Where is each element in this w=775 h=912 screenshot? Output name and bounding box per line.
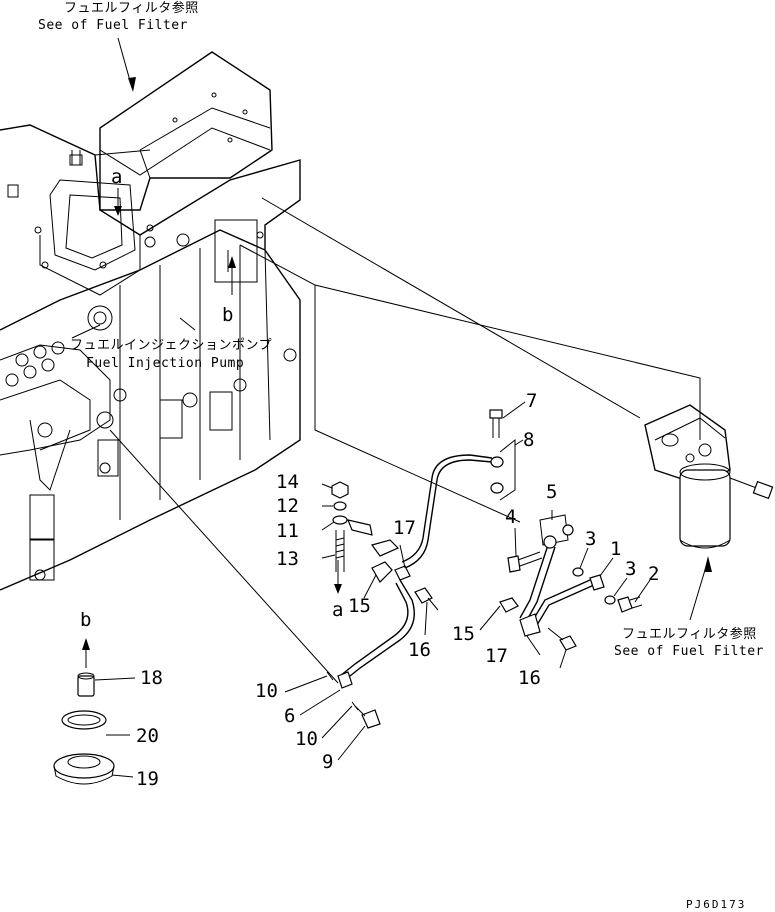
part-number-4: 4 xyxy=(505,506,516,528)
part-number-17-right: 17 xyxy=(485,645,508,667)
part-number-labels: 7 8 14 12 11 13 15 17 16 4 5 3 1 3 2 15 … xyxy=(136,390,659,790)
part-number-6: 6 xyxy=(284,705,295,727)
part-number-15-left: 15 xyxy=(348,595,371,617)
part-number-2: 2 xyxy=(648,563,659,585)
part-number-1: 1 xyxy=(610,538,621,560)
engine-block xyxy=(0,51,301,591)
view-marker-a-top: a xyxy=(111,166,122,188)
part-number-8: 8 xyxy=(523,429,534,451)
part-leaders xyxy=(94,401,651,778)
part-number-10-upper: 10 xyxy=(255,680,278,702)
fuel-filter xyxy=(644,404,774,549)
part-number-9: 9 xyxy=(322,751,333,773)
fuel-filter-ref-top-jp: フュエルフィルタ参照 xyxy=(64,0,199,16)
leader-lines xyxy=(71,37,712,684)
part-number-5: 5 xyxy=(546,481,557,503)
small-parts xyxy=(53,409,643,785)
fuel-injection-pump-en: Fuel Injection Pump xyxy=(86,356,244,371)
part-number-16-right: 16 xyxy=(518,667,541,689)
part-number-12: 12 xyxy=(276,495,299,517)
fuel-filter-ref-right-jp: フュエルフィルタ参照 xyxy=(622,626,757,642)
part-number-13: 13 xyxy=(276,548,299,570)
part-number-15-right: 15 xyxy=(452,623,475,645)
part-number-19: 19 xyxy=(136,768,159,790)
part-number-14: 14 xyxy=(276,471,299,493)
part-number-17-left: 17 xyxy=(393,517,416,539)
part-number-3-upper: 3 xyxy=(585,528,596,550)
part-number-18: 18 xyxy=(140,667,163,689)
fuel-injection-pump-jp: フュエルインジェクションポンプ xyxy=(70,338,272,353)
fuel-filter-ref-right-en: See of Fuel Filter xyxy=(614,644,764,659)
view-marker-b-top: b xyxy=(222,304,233,326)
view-marker-a-bottom: a xyxy=(332,599,343,621)
part-number-10-lower: 10 xyxy=(295,728,318,750)
part-number-16-left: 16 xyxy=(408,639,431,661)
view-marker-b-bottom: b xyxy=(80,609,91,631)
part-number-7: 7 xyxy=(526,390,537,412)
reference-labels: フュエルフィルタ参照 See of Fuel Filter フュエルインジェクシ… xyxy=(38,0,764,659)
fuel-filter-ref-top-en: See of Fuel Filter xyxy=(38,18,188,33)
part-number-20: 20 xyxy=(136,725,159,747)
part-number-3-lower: 3 xyxy=(625,558,636,580)
part-number-11: 11 xyxy=(276,520,299,542)
drawing-code: PJ6D173 xyxy=(686,898,746,911)
view-markers: a b a b xyxy=(80,166,343,631)
